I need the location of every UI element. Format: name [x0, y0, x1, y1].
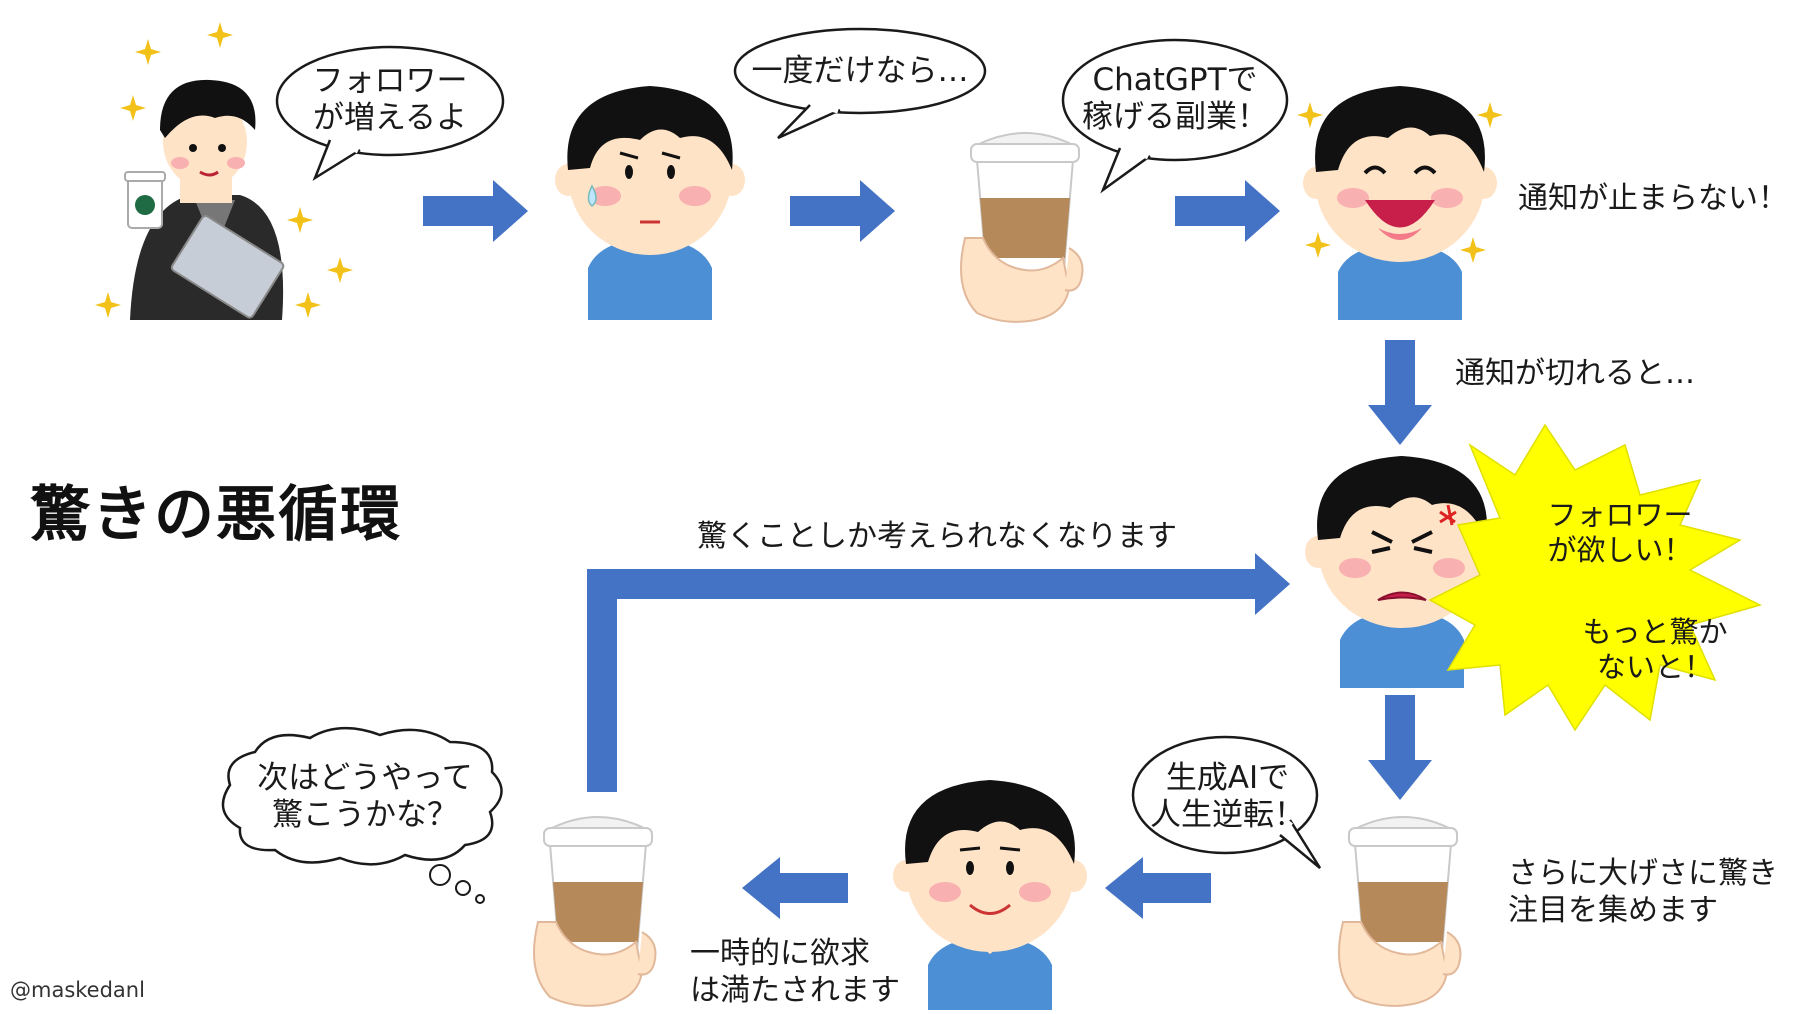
arrow-left-2 — [742, 857, 848, 919]
bubble-followers-shape — [275, 45, 505, 182]
burst-followers-want: フォロワー が欲しい！ — [1547, 498, 1693, 567]
bubble-side-job: ChatGPTで 稼げる副業！ — [1082, 62, 1268, 135]
coffee-cup-hand-2 — [1338, 816, 1462, 1007]
bubble-side-job-shape — [1061, 38, 1289, 194]
bubble-just-once-shape — [733, 27, 987, 140]
label-only-surprise: 驚くことしか考えられなくなります — [697, 519, 1177, 554]
burst-more-surprise: もっと驚か ないと！ — [1582, 615, 1728, 684]
label-temporary: 一時的に欲求 は満たされます — [690, 936, 900, 1008]
coffee-cup-hand-1 — [960, 132, 1084, 323]
label-notifications: 通知が止まらない！ — [1518, 181, 1788, 216]
bubble-followers: フォロワー が増えるよ — [312, 63, 468, 136]
page-title: 驚きの悪循環 — [30, 480, 402, 550]
bubble-life-reversal-shape — [1131, 735, 1322, 869]
arrow-down-1 — [1368, 340, 1432, 445]
credit-handle: @maskedanl — [10, 978, 145, 1002]
arrow-right-1 — [423, 180, 528, 242]
coffee-cup-hand-3 — [533, 816, 657, 1007]
smiling-boy — [893, 780, 1087, 1010]
bubble-life-reversal: 生成AIで 人生逆転！ — [1150, 760, 1305, 833]
arrow-down-2 — [1368, 695, 1432, 800]
bubble-just-once: 一度だけなら… — [751, 53, 969, 89]
arrow-left-1 — [1105, 857, 1211, 919]
influencer-figure — [95, 22, 353, 320]
worried-boy — [555, 86, 745, 320]
yellow-burst — [1428, 423, 1763, 732]
label-exaggerate: さらに大げさに驚き 注目を集めます — [1508, 856, 1778, 928]
arrow-right-3 — [1175, 180, 1280, 242]
laughing-boy — [1297, 86, 1503, 320]
arrow-loop — [587, 553, 1290, 792]
thought-cloud — [221, 726, 503, 904]
arrow-right-2 — [790, 180, 895, 242]
thought-next: 次はどうやって 驚こうかな？ — [257, 760, 473, 833]
label-notif-cut: 通知が切れると… — [1455, 356, 1695, 391]
